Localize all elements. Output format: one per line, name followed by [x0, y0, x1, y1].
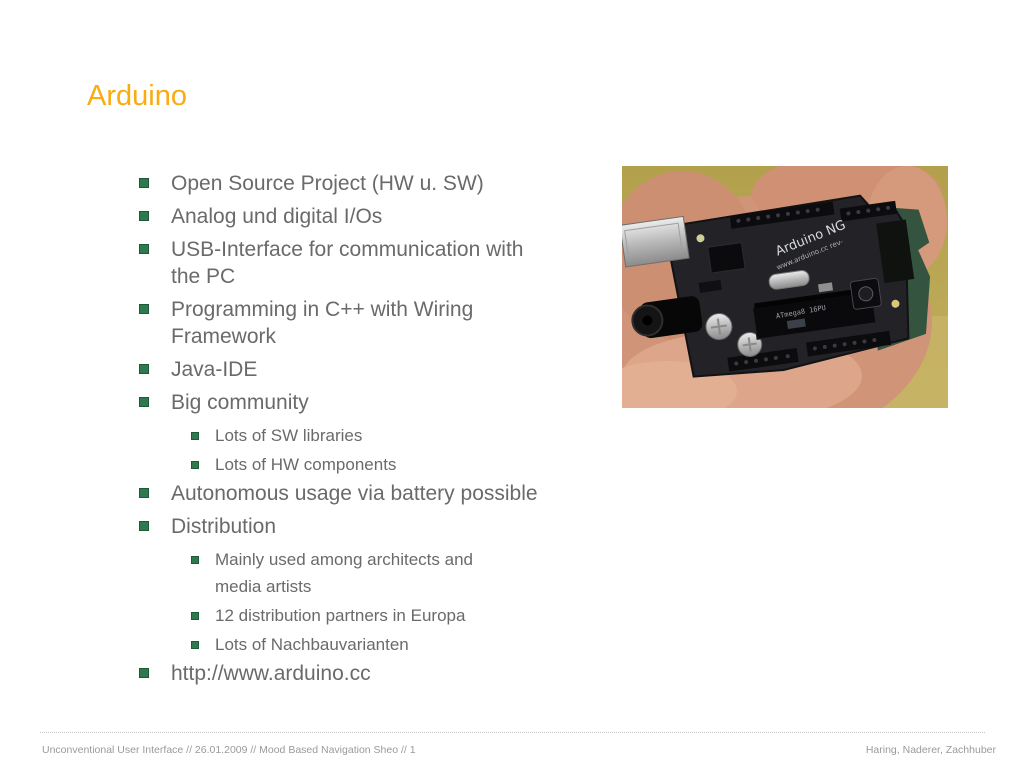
footer-left-text: Unconventional User Interface // 26.01.2…	[42, 744, 416, 756]
bullet-text: 12 distribution partners in Europa	[215, 606, 466, 625]
atmega-chip: ATmega8 16PU	[752, 287, 877, 340]
bullet-item: Lots of Nachbauvarianten	[139, 631, 611, 658]
bullet-item: Java-IDE	[139, 356, 611, 383]
bullet-item: Autonomous usage via battery possible	[139, 480, 611, 507]
bullet-square-icon	[191, 641, 199, 649]
bullet-text: Lots of Nachbauvarianten	[215, 635, 409, 654]
bullet-item: Distribution	[139, 513, 611, 540]
bullet-text: Lots of HW components	[215, 455, 397, 474]
arduino-photo: ATmega8 16PU Arduino NG www.arduino.cc r…	[622, 166, 948, 408]
bullet-item: Programming in C++ with Wiring Framework	[139, 296, 611, 350]
usb-connector	[622, 215, 690, 268]
bullet-square-icon	[139, 178, 149, 188]
bullet-square-icon	[139, 364, 149, 374]
bullet-text: Mainly used among architects and media a…	[215, 550, 473, 596]
bullet-text: Big community	[171, 391, 309, 414]
footer-right-text: Haring, Naderer, Zachhuber	[865, 744, 996, 756]
bullet-square-icon	[139, 304, 149, 314]
footer-divider	[40, 732, 985, 733]
bullet-square-icon	[191, 461, 199, 469]
bullet-text: Lots of SW libraries	[215, 426, 363, 445]
bullet-item: Open Source Project (HW u. SW)	[139, 170, 611, 197]
bullet-square-icon	[191, 556, 199, 564]
bullet-square-icon	[139, 668, 149, 678]
bullet-square-icon	[139, 211, 149, 221]
bullet-text: Java-IDE	[171, 358, 258, 381]
bullet-text: Analog und digital I/Os	[171, 205, 383, 228]
bullet-item: Analog und digital I/Os	[139, 203, 611, 230]
bullet-item: Lots of HW components	[139, 451, 611, 478]
bullet-square-icon	[139, 244, 149, 254]
arduino-board: ATmega8 16PU Arduino NG www.arduino.cc r…	[622, 194, 931, 378]
bullet-item: Mainly used among architects and media a…	[139, 546, 611, 600]
bullet-square-icon	[191, 432, 199, 440]
bullet-square-icon	[139, 521, 149, 531]
bullet-square-icon	[139, 488, 149, 498]
bullet-square-icon	[191, 612, 199, 620]
bullet-list: Open Source Project (HW u. SW) Analog und…	[139, 170, 611, 693]
bullet-text: Autonomous usage via battery possible	[171, 482, 538, 505]
reset-button	[849, 277, 882, 310]
power-jack	[631, 296, 703, 339]
bullet-item: Big community	[139, 389, 611, 416]
bullet-item: http://www.arduino.cc	[139, 660, 611, 687]
bullet-text: http://www.arduino.cc	[171, 662, 371, 685]
slide-title: Arduino	[87, 80, 187, 112]
arduino-board-in-hand-illustration: ATmega8 16PU Arduino NG www.arduino.cc r…	[622, 166, 948, 408]
bullet-text: Programming in C++ with Wiring Framework	[171, 298, 474, 348]
bullet-text: Open Source Project (HW u. SW)	[171, 172, 484, 195]
bullet-text: Distribution	[171, 515, 277, 538]
bullet-item: Lots of SW libraries	[139, 422, 611, 449]
bullet-item: USB-Interface for communication with the…	[139, 236, 611, 290]
bullet-square-icon	[139, 397, 149, 407]
bullet-text: USB-Interface for communication with the…	[171, 238, 524, 288]
bullet-item: 12 distribution partners in Europa	[139, 602, 611, 629]
